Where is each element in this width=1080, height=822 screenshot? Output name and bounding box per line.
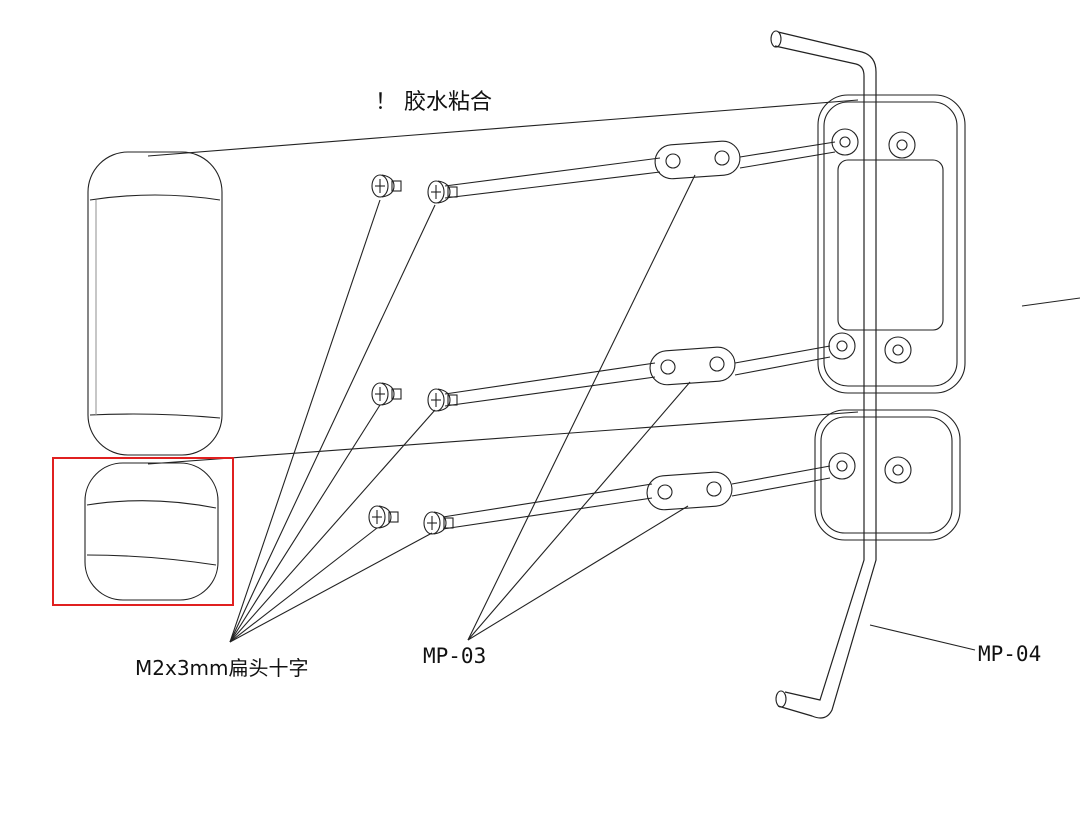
glue-note-label: ！ 胶水粘合 [375,90,492,115]
screw-axis-lines [442,141,836,530]
screw-label: M2x3mm扁头十字 [135,656,309,680]
mp03-label: MP-03 [423,644,487,668]
mp04-bracket [770,30,966,719]
small-bumper [84,462,219,601]
screw-icon [427,388,458,412]
screw-icon [371,382,402,406]
large-bumper [87,151,223,456]
mp04-label: MP-04 [978,642,1042,666]
mp03-plates [646,140,741,511]
glue-leader-lines [147,99,1080,465]
screw-icon [423,511,454,535]
screw-icon [368,505,399,529]
label-leader-lines [229,174,976,651]
screw-icon [371,174,402,198]
highlight-box-small-bumper [52,457,234,606]
screw-icon [427,180,458,204]
screws [368,174,458,535]
